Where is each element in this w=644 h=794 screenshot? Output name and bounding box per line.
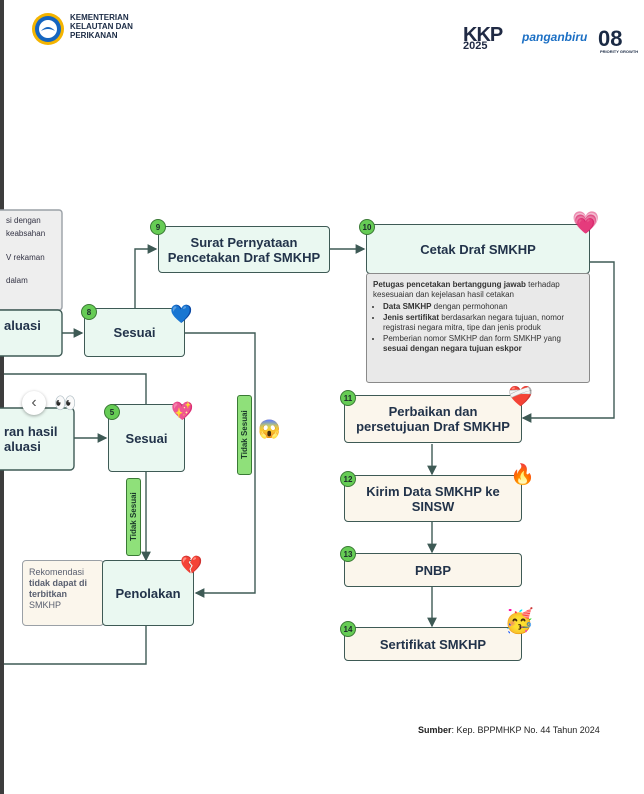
detail-item: Data SMKHP dengan permohonan: [383, 302, 583, 312]
carousel-prev-button[interactable]: ‹: [22, 391, 46, 415]
step-12-badge: 12: [340, 471, 356, 487]
note-partial-line3: V rekaman: [6, 253, 45, 262]
step-9-surat-pernyataan: Surat Pernyataan Pencetakan Draf SMKHP: [158, 226, 330, 273]
penolakan-box: Penolakan: [102, 560, 194, 626]
step-10-cetak-draf: Cetak Draf SMKHP: [366, 224, 590, 274]
step-13-label: PNBP: [414, 562, 452, 578]
step-10-label: Cetak Draf SMKHP: [420, 241, 536, 257]
rekomendasi-line1: Rekomendasi: [29, 567, 85, 577]
step-13-badge: 13: [340, 546, 356, 562]
rekomendasi-line2: tidak dapat di terbitkan: [29, 578, 88, 599]
kkp-2025-logo: KKP 2025: [463, 24, 503, 52]
step-14-label: Sertifikat SMKHP: [379, 636, 487, 652]
party-face-icon: 🥳: [504, 608, 534, 635]
rekomendasi-note: Rekomendasi tidak dapat di terbitkan SMK…: [22, 560, 104, 626]
note-partial-line4: dalam: [6, 276, 28, 285]
kkp-ministry-logo: [30, 11, 66, 52]
detail-list: Data SMKHP dengan permohonan Jenis serti…: [373, 302, 583, 354]
step-5-label: Sesuai: [125, 430, 168, 446]
hasil-evaluasi-partial-label: ran hasil aluasi: [4, 424, 57, 454]
ministry-name: KEMENTERIAN KELAUTAN DAN PERIKANAN: [70, 13, 133, 40]
step-11-perbaikan: Perbaikan dan persetujuan Draf SMKHP: [344, 395, 522, 443]
note-partial-line2: keabsahan: [6, 229, 46, 238]
left-edge-bar: [0, 0, 4, 794]
panganbiru-logo: panganbiru: [522, 30, 588, 44]
step-13-pnbp: PNBP: [344, 553, 522, 587]
blue-heart-icon: 💙: [170, 304, 193, 324]
step-11-label: Perbaikan dan persetujuan Draf SMKHP: [356, 404, 510, 434]
step-5-badge: 5: [104, 404, 120, 420]
source-text: : Kep. BPPMHKP No. 44 Tahun 2024: [451, 725, 600, 735]
step-12-label: Kirim Data SMKHP ke SINSW: [366, 483, 500, 514]
source-label: Sumber: [418, 725, 452, 735]
step-8-badge: 8: [81, 304, 97, 320]
step-9-badge: 9: [150, 219, 166, 235]
step-14-sertifikat: Sertifikat SMKHP: [344, 627, 522, 661]
step-9-label: Surat Pernyataan Pencetakan Draf SMKHP: [167, 234, 321, 265]
penolakan-label: Penolakan: [115, 585, 181, 601]
step-10-detail-note: Petugas pencetakan bertanggung jawab ter…: [366, 273, 590, 383]
step-5-sesuai: Sesuai: [108, 404, 185, 472]
sparkle-heart-icon: 💖: [171, 401, 194, 421]
step-8-label: Sesuai: [113, 325, 156, 340]
step-10-badge: 10: [359, 219, 375, 235]
fire-icon: 🔥: [510, 464, 535, 486]
detail-item: Jenis sertifikat berdasarkan negara tuju…: [383, 313, 583, 333]
step-8-sesuai: Sesuai: [84, 308, 185, 357]
rekomendasi-line3: SMKHP: [29, 600, 62, 610]
hasil-line2: aluasi: [4, 439, 41, 454]
mending-heart-icon: ❤️‍🩹: [508, 386, 533, 408]
eyes-icon: 👀: [54, 393, 77, 413]
step-12-kirim-data: Kirim Data SMKHP ke SINSW: [344, 475, 522, 522]
tidak-sesuai-tag-right: Tidak Sesuai: [237, 395, 252, 475]
hasil-line1: ran hasil: [4, 424, 58, 439]
evaluasi-partial-label: aluasi: [4, 318, 41, 333]
detail-intro: Petugas pencetakan bertanggung jawab ter…: [373, 280, 560, 299]
step-14-badge: 14: [340, 621, 356, 637]
scream-face-icon: 😱: [258, 419, 281, 439]
heart-ribbon-icon: 💗: [572, 210, 600, 235]
source-citation: Sumber: Kep. BPPMHKP No. 44 Tahun 2024: [418, 725, 600, 735]
priority-08-logo: 08 PRIORITY GROWTH: [598, 26, 639, 54]
detail-item: Pemberian nomor SMKHP dan form SMKHP yan…: [383, 334, 583, 354]
broken-heart-icon: 💔: [180, 555, 203, 575]
note-partial-line1: si dengan: [6, 216, 41, 225]
step-11-badge: 11: [340, 390, 356, 406]
tidak-sesuai-tag-left: Tidak Sesuai: [126, 478, 141, 556]
